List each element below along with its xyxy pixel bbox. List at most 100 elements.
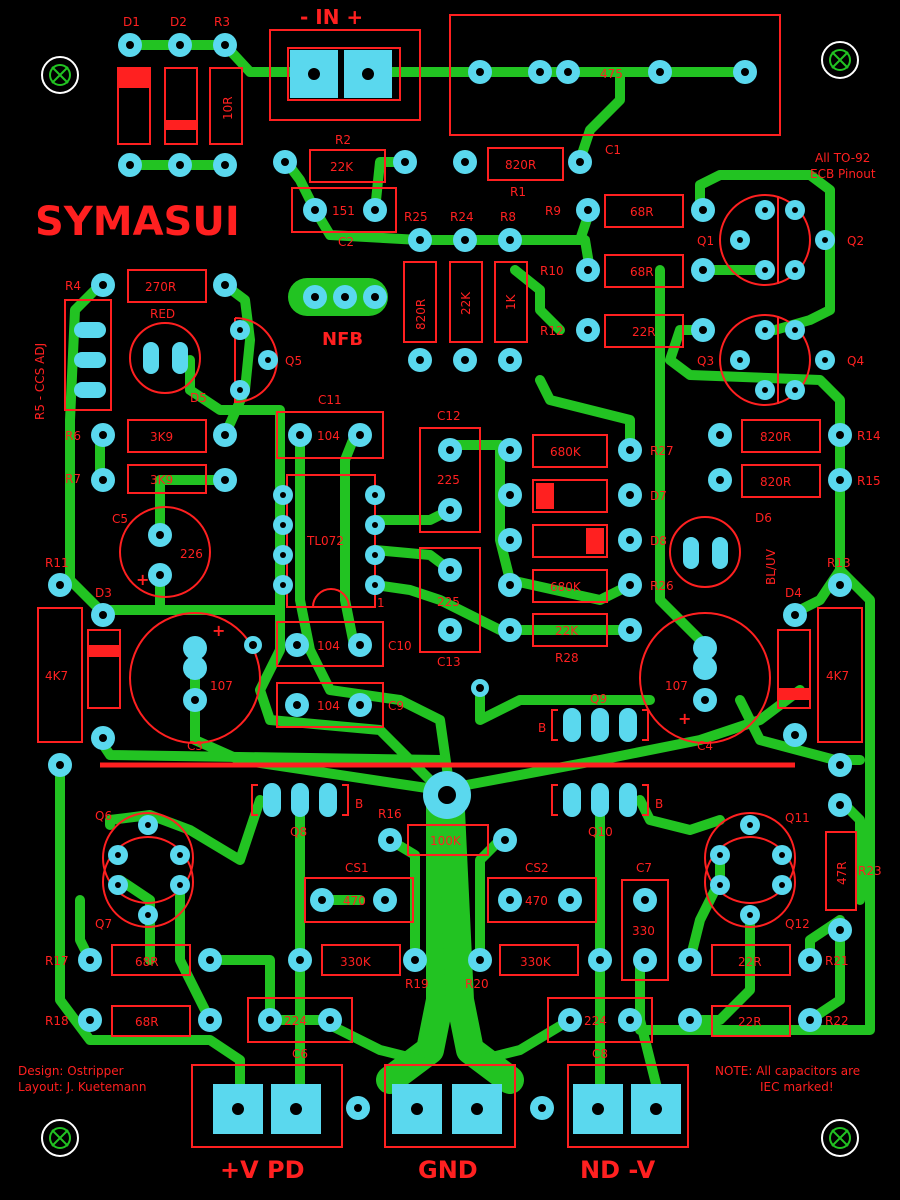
led-blue-label: BL/UV <box>764 548 778 585</box>
capacitor-note-2: IEC marked! <box>760 1080 834 1094</box>
mounting-holes <box>41 41 859 1157</box>
label-d3: D3 <box>95 586 112 600</box>
label-q5: Q5 <box>285 354 302 368</box>
value-c10: 104 <box>317 639 340 653</box>
value-r27: 680K <box>550 445 582 459</box>
value-r4: 270R <box>145 280 176 294</box>
label-c5: C5 <box>112 512 128 526</box>
value-r1: 820R <box>505 158 536 172</box>
label-r14: R14 <box>857 429 881 443</box>
component-labels: D1 D2 R3 10R R2 22K R1 820R C1 475 C2 15… <box>45 15 882 1061</box>
value-r18: 68R <box>135 1015 159 1029</box>
terminal-pos-label: +V PD <box>220 1156 305 1184</box>
pinout-note: All TO-92 <box>815 151 870 165</box>
label-c11: C11 <box>318 393 342 407</box>
label-c8: C8 <box>592 1047 608 1061</box>
design-credit: Design: Ostripper <box>18 1064 124 1078</box>
label-cs2: CS2 <box>525 861 549 875</box>
ic-pin1-label: 1 <box>377 596 385 610</box>
r5-note: R5 - CCS ADJ <box>33 343 47 420</box>
value-r9: 68R <box>630 205 654 219</box>
label-r17: R17 <box>45 954 69 968</box>
label-q9: Q9 <box>590 692 607 706</box>
label-c7: C7 <box>636 861 652 875</box>
polarity-marks: + + + <box>136 570 691 728</box>
label-r12: R12 <box>540 324 564 338</box>
svg-text:+: + <box>678 709 691 728</box>
led-red-label: RED <box>150 307 175 321</box>
value-c4: 107 <box>665 679 688 693</box>
label-r20: R20 <box>465 977 489 991</box>
mounting-hole-bottom-left <box>41 1119 79 1157</box>
capacitor-note: NOTE: All capacitors are <box>715 1064 860 1078</box>
value-cs1: 470 <box>343 894 366 908</box>
label-q4: Q4 <box>847 354 864 368</box>
terminal-neg-label: ND -V <box>580 1156 656 1184</box>
layout-credit: Layout: J. Kuetemann <box>18 1080 146 1094</box>
label-r26: R26 <box>650 579 674 593</box>
label-c6: C6 <box>292 1047 308 1061</box>
copper-traces <box>55 40 875 1105</box>
value-c7: 330 <box>632 924 655 938</box>
value-r21: 22R <box>738 955 762 969</box>
mounting-hole-top-right <box>821 41 859 79</box>
label-q12: Q12 <box>785 917 810 931</box>
value-c11: 104 <box>317 429 340 443</box>
value-r19: 330K <box>340 955 372 969</box>
label-r18: R18 <box>45 1014 69 1028</box>
value-r11: 4K7 <box>45 669 68 683</box>
value-r3: 10R <box>221 96 235 120</box>
value-c9: 104 <box>317 699 340 713</box>
svg-text:+: + <box>136 570 149 589</box>
label-c12: C12 <box>437 409 461 423</box>
label-d1: D1 <box>123 15 140 29</box>
mounting-hole-bottom-right <box>821 1119 859 1157</box>
label-d5: D5 <box>190 391 207 405</box>
label-c10: C10 <box>388 639 412 653</box>
label-r22: R22 <box>825 1014 849 1028</box>
value-c12: 225 <box>437 473 460 487</box>
label-q9-base: B <box>538 721 546 735</box>
label-r27: R27 <box>650 444 674 458</box>
value-r25: 820R <box>414 299 428 330</box>
label-c4: C4 <box>697 739 713 753</box>
ic-name: TL072 <box>306 534 344 548</box>
value-r12: 22R <box>632 325 656 339</box>
value-r8: 1K <box>504 293 518 310</box>
label-r24: R24 <box>450 210 474 224</box>
label-q2: Q2 <box>847 234 864 248</box>
label-d7: D7 <box>650 489 667 503</box>
label-r23: R23 <box>858 864 882 878</box>
value-r16: 100K <box>430 834 462 848</box>
label-r16: R16 <box>378 807 402 821</box>
value-r26: 680K <box>550 580 582 594</box>
label-r25: R25 <box>404 210 428 224</box>
board-title: SYMASUI <box>35 199 240 245</box>
label-r21: R21 <box>825 954 849 968</box>
label-c1: C1 <box>605 143 621 157</box>
value-r2: 22K <box>330 160 354 174</box>
value-r24: 22K <box>459 291 473 315</box>
label-r7: R7 <box>65 472 81 486</box>
label-d6: D6 <box>755 511 772 525</box>
label-q1: Q1 <box>697 234 714 248</box>
label-c9: C9 <box>388 699 404 713</box>
value-r23: 47R <box>835 861 849 885</box>
label-r28: R28 <box>555 651 579 665</box>
value-c3: 107 <box>210 679 233 693</box>
label-r2: R2 <box>335 133 351 147</box>
value-c13: 225 <box>437 595 460 609</box>
value-r15: 820R <box>760 475 791 489</box>
value-c1: 475 <box>600 67 623 81</box>
nfb-label: NFB <box>322 329 363 350</box>
label-r6: R6 <box>65 429 81 443</box>
terminal-gnd-label: GND <box>418 1156 478 1184</box>
label-r1: R1 <box>510 185 526 199</box>
value-r20: 330K <box>520 955 552 969</box>
label-q10-base: B <box>655 797 663 811</box>
label-r10: R10 <box>540 264 564 278</box>
value-c6: 224 <box>284 1014 307 1028</box>
label-q7: Q7 <box>95 917 112 931</box>
label-c3: C3 <box>187 739 203 753</box>
